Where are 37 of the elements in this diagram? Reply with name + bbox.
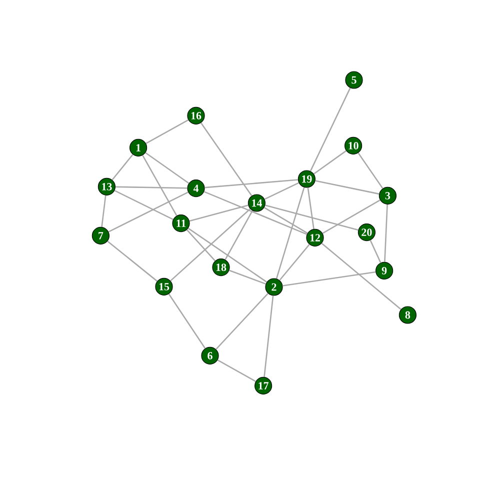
edge-line [170,208,251,282]
edge-line [115,186,188,189]
edge-line [264,182,300,200]
edge-line [276,187,305,279]
edge-line [114,190,174,220]
edge-line [146,119,189,144]
edge-line [224,210,253,260]
edge-line [279,244,310,281]
edge-line [107,240,158,282]
edge-line [322,200,380,234]
edge-line [358,152,384,189]
edge-line [310,88,351,172]
edge-line [168,294,206,349]
edge-line [204,179,298,188]
edge-line [217,359,256,382]
edge-line [229,270,266,285]
edge-line [101,195,106,228]
edge-line [370,240,382,263]
edge-line [112,154,134,180]
edge-line [200,122,252,196]
edge-line [186,229,216,262]
edge-line [321,242,402,310]
edge-line [307,188,314,230]
edge-line [313,150,347,174]
edge-line [216,293,268,350]
edge-line [264,206,308,234]
edge-line [108,192,188,232]
edge-line [142,155,178,216]
edge-line [384,204,388,262]
edge-line [188,228,268,283]
edge-line [315,180,380,195]
edge-line [204,191,308,235]
edge-line [265,204,358,231]
edge-line [282,271,376,286]
edge-line [145,152,190,184]
edge-line [264,296,274,378]
edge-line [189,204,248,222]
